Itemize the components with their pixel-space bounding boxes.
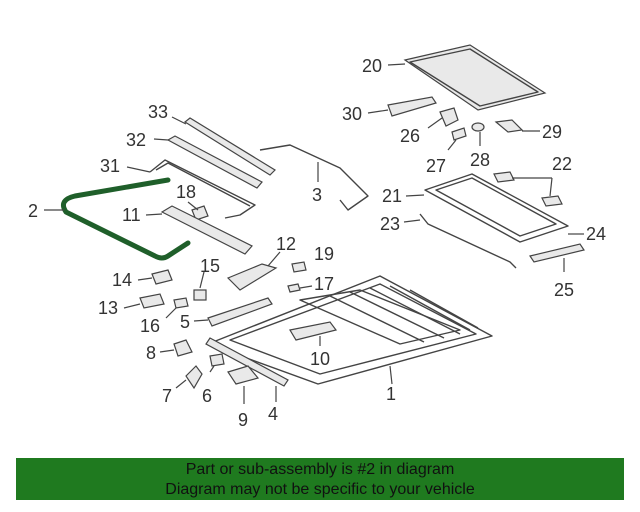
callout-3: 3 [312, 185, 322, 205]
part-17 [287, 283, 301, 293]
part-10 [289, 321, 338, 341]
callout-17: 17 [314, 274, 334, 294]
part-2-seal [61, 177, 191, 261]
part-8 [173, 339, 193, 357]
callout-19: 19 [314, 244, 334, 264]
callout-10: 10 [310, 349, 330, 369]
part-28 [471, 122, 485, 132]
callout-4: 4 [268, 404, 278, 424]
part-14 [151, 269, 173, 285]
callout-8: 8 [146, 343, 156, 363]
callout-20: 20 [362, 56, 382, 76]
part-25 [529, 243, 585, 263]
callout-22: 22 [552, 154, 572, 174]
callout-14: 14 [112, 270, 132, 290]
callout-16: 16 [140, 316, 160, 336]
callout-11: 11 [122, 205, 141, 225]
callout-18: 18 [176, 182, 196, 202]
callout-28: 28 [470, 150, 490, 170]
part-1-housing [207, 275, 493, 385]
callout-15: 15 [200, 256, 220, 276]
callout-24: 24 [586, 224, 606, 244]
banner-line-1: Part or sub-assembly is #2 in diagram [185, 461, 455, 478]
callout-1: 1 [386, 384, 396, 404]
callout-23: 23 [380, 214, 400, 234]
part-15 [193, 289, 207, 301]
info-banner: Part or sub-assembly is #2 in diagram Di… [16, 458, 624, 500]
part-4 [205, 337, 289, 387]
part-26 [439, 107, 459, 127]
callout-12: 12 [276, 234, 296, 254]
callout-27: 27 [426, 156, 446, 176]
part-27 [451, 127, 467, 141]
banner-line-2: Diagram may not be specific to your vehi… [165, 481, 475, 498]
part-3 [259, 144, 369, 211]
part-30 [387, 96, 437, 117]
part-32 [166, 135, 263, 189]
callout-29: 29 [542, 122, 562, 142]
part-6 [209, 353, 225, 367]
part-13 [139, 293, 165, 309]
callout-31: 31 [100, 156, 120, 176]
part-16 [173, 297, 189, 309]
callout-5: 5 [180, 312, 190, 332]
part-33 [183, 117, 276, 176]
part-31 [149, 159, 256, 219]
part-22b [541, 195, 563, 207]
part-21-frame [424, 173, 569, 243]
callout-32: 32 [126, 130, 146, 150]
part-9 [227, 365, 260, 385]
part-5 [207, 297, 273, 327]
parts-diagram: 20 30 26 27 28 29 33 32 31 2 18 11 [28, 44, 606, 430]
callout-30: 30 [342, 104, 362, 124]
part-20-glass-panel [403, 44, 547, 111]
callout-7: 7 [162, 386, 172, 406]
callout-26: 26 [400, 126, 420, 146]
callout-21: 21 [382, 186, 402, 206]
callout-6: 6 [202, 386, 212, 406]
part-11 [160, 205, 253, 255]
part-22a [493, 171, 515, 183]
part-19 [291, 261, 307, 273]
callout-9: 9 [238, 410, 248, 430]
callout-33: 33 [148, 102, 168, 122]
callout-25: 25 [554, 280, 574, 300]
callout-13: 13 [98, 298, 118, 318]
part-12 [226, 263, 278, 291]
part-7 [185, 365, 203, 390]
part-23 [419, 213, 517, 269]
part-29 [494, 119, 524, 133]
callout-2: 2 [28, 201, 38, 221]
